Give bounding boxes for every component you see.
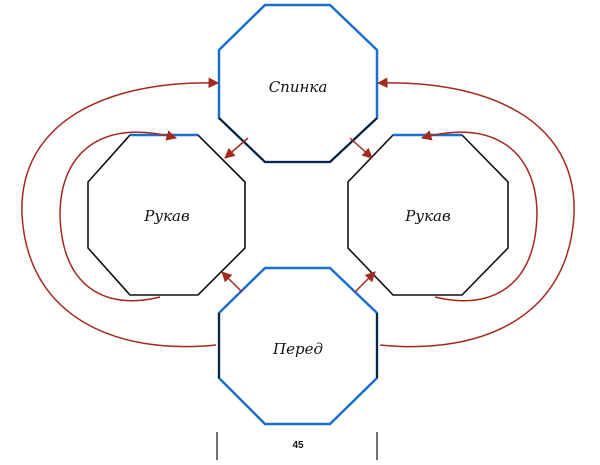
right-sleeve-panel: Рукав bbox=[347, 133, 509, 296]
left-sleeve-panel: Рукав bbox=[87, 133, 246, 296]
front-panel-label: Перед bbox=[272, 340, 323, 358]
seam-arrows bbox=[21, 77, 575, 348]
arrow-back-to-left-sleeve bbox=[224, 137, 249, 159]
right-sleeve-body bbox=[347, 134, 509, 296]
arrow-loop-left-outer bbox=[21, 77, 220, 348]
arrow-loop-left-inner bbox=[59, 130, 178, 302]
arrow-loop-right-inner bbox=[420, 130, 538, 302]
arrow-loop-right-outer bbox=[376, 77, 575, 348]
dimension-label: 45 bbox=[292, 440, 304, 451]
arrow-front-to-left-sleeve bbox=[221, 271, 243, 293]
left-sleeve-body bbox=[87, 134, 246, 296]
width-dimension bbox=[216, 432, 378, 460]
front-panel: Перед bbox=[217, 266, 379, 426]
back-panel: Спинка bbox=[217, 3, 379, 164]
back-panel-label: Спинка bbox=[269, 78, 328, 96]
left-sleeve-label: Рукав bbox=[143, 207, 190, 225]
arrow-back-to-right-sleeve bbox=[349, 137, 373, 159]
back-panel-bottom-edge bbox=[218, 117, 378, 163]
arrow-front-to-right-sleeve bbox=[354, 271, 376, 293]
right-sleeve-label: Рукав bbox=[404, 207, 451, 225]
